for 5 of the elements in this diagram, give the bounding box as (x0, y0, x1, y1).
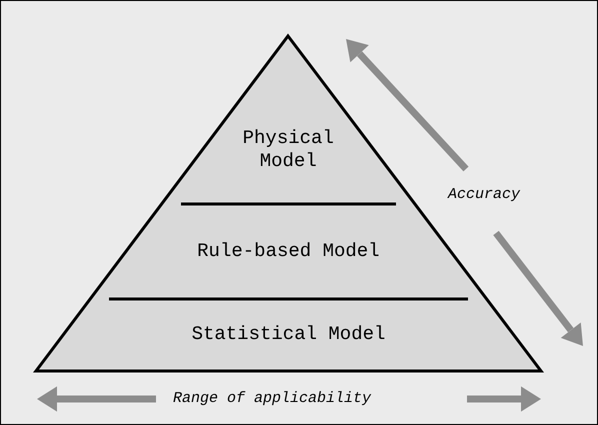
axis-label: Range of applicability (173, 390, 372, 407)
layer-label: Statistical Model (190, 323, 386, 347)
layer-label: Rule-based Model (196, 240, 381, 264)
layer-label: Physical Model (242, 126, 335, 174)
axis-label: Accuracy (448, 186, 520, 203)
